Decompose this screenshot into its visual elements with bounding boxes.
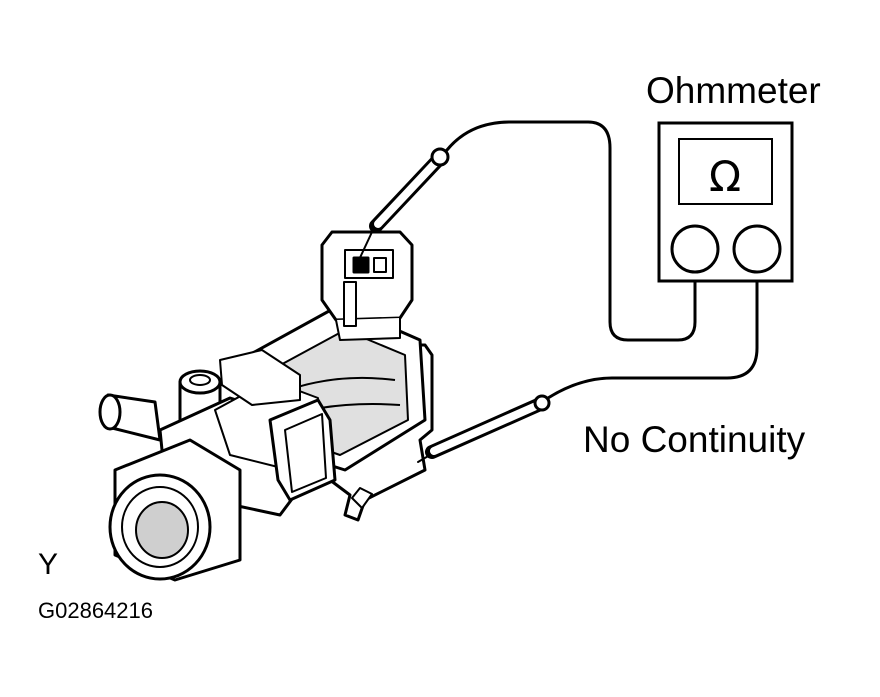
figure-code: G02864216	[38, 598, 153, 623]
ohmmeter-display	[678, 138, 773, 205]
ohm-symbol: Ω	[709, 152, 741, 201]
view-letter: Y	[38, 548, 59, 581]
lead-wire-bottom	[546, 260, 759, 400]
ohmmeter-terminal-right	[732, 224, 782, 274]
test-probes	[357, 147, 551, 463]
test-lead-wires	[445, 120, 759, 400]
result-label: No Continuity	[583, 419, 806, 460]
ohmmeter-terminal-left	[670, 224, 720, 274]
ohmmeter-label: Ohmmeter	[646, 70, 821, 111]
ohmmeter	[657, 121, 794, 283]
lead-wire-top	[445, 120, 697, 342]
vacuum-switching-valve	[98, 230, 434, 582]
probe-top-tip	[357, 231, 373, 263]
